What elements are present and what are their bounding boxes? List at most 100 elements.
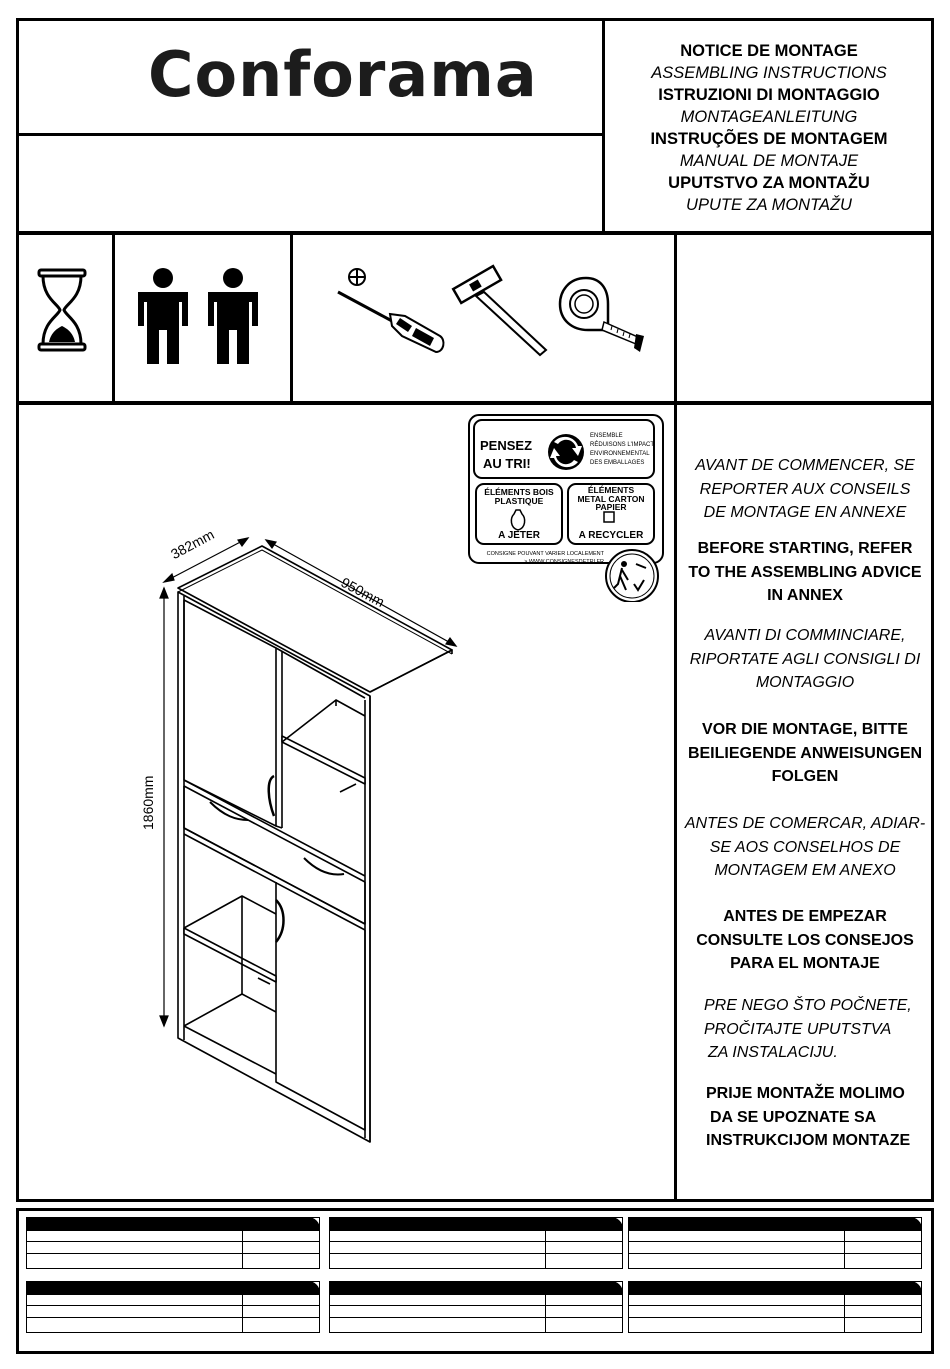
badge-right-action: A RECYCLER	[578, 530, 644, 541]
reference-table	[26, 1281, 320, 1333]
header-horizontal-divider	[16, 133, 604, 136]
reference-table-separator	[545, 1231, 546, 1269]
advice-pt: ANTES DE COMERCAR, ADIAR- SE AOS CONSELH…	[680, 812, 930, 883]
badge-right-title-line: METAL CARTON	[577, 493, 645, 504]
phillips-screwdriver-icon	[337, 268, 445, 354]
recycle-badge-frame	[468, 414, 664, 602]
reference-table-rule	[26, 1253, 320, 1254]
badge-au-tri: AU TRI!	[483, 456, 531, 471]
footer-frame	[16, 1208, 934, 1354]
advice-line: MONTAGEM EM ANEXO	[714, 862, 896, 879]
badge-consigne: CONSIGNE POUVANT VARIER LOCALEMENT > WWW…	[468, 550, 604, 566]
title-block: NOTICE DE MONTAGE ASSEMBLING INSTRUCTION…	[606, 40, 932, 216]
reference-table-border	[26, 1217, 320, 1269]
advice-sr: PRE NEGO ŠTO POČNETE, PROČITAJTE UPUTSTV…	[704, 994, 950, 1065]
reference-table	[628, 1217, 922, 1269]
badge-left-title-line: PLASTIQUE	[494, 496, 544, 506]
reference-table-rule	[628, 1253, 922, 1254]
main-divider	[674, 402, 677, 1202]
advice-line: REPORTER AUX CONSEILS	[699, 480, 911, 498]
advice-line: AVANT DE COMMENCER, SE	[695, 457, 915, 474]
badge-ensemble-line: RÉDUISONS L'IMPACT	[590, 442, 655, 448]
reference-table-border	[628, 1281, 922, 1333]
reference-table-header	[26, 1281, 320, 1295]
advice-line: PRIJE MONTAŽE MOLIMO	[706, 1085, 905, 1102]
badge-left-title-line: ÉLÉMENTS BOIS	[484, 487, 554, 497]
reference-table-separator	[844, 1231, 845, 1269]
dimension-height-label: 1860mm	[140, 775, 156, 830]
advice-line: IN ANNEX	[767, 587, 843, 604]
hourglass-icon	[37, 268, 87, 352]
advice-en: BEFORE STARTING, REFER TO THE ASSEMBLING…	[680, 537, 930, 608]
advice-line: DA SE UPOZNATE SA	[710, 1108, 877, 1126]
advice-es: ANTES DE EMPEZAR CONSULTE LOS CONSEJOS P…	[680, 905, 930, 976]
main-frame	[16, 402, 934, 1202]
advice-de: VOR DIE MONTAGE, BITTE BEILIEGENDE ANWEI…	[680, 718, 930, 789]
badge-right-title: ÉLÉMENTS METAL CARTON PAPIER	[568, 486, 654, 512]
badge-ensemble-line: DES EMBALLAGES	[590, 460, 645, 466]
reference-table	[26, 1217, 320, 1269]
reference-table-header	[628, 1281, 922, 1295]
reference-table-rule	[628, 1241, 922, 1242]
reference-table-header	[26, 1217, 320, 1231]
advice-line: TO THE ASSEMBLING ADVICE	[688, 563, 922, 581]
advice-line: SE AOS CONSELHOS DE	[709, 838, 901, 856]
advice-line: BEFORE STARTING, REFER	[697, 540, 913, 557]
two-persons-icon	[138, 268, 258, 364]
reference-table-rule	[628, 1305, 922, 1306]
reference-table-rule	[26, 1305, 320, 1306]
reference-table-border	[329, 1281, 623, 1333]
reference-table-rule	[329, 1253, 623, 1254]
advice-line: FOLGEN	[771, 768, 839, 785]
hammer-icon	[451, 264, 548, 357]
advice-line: PRE NEGO ŠTO POČNETE,	[704, 997, 912, 1014]
title-es: MANUAL DE MONTAJE	[679, 152, 859, 170]
advice-hr: PRIJE MONTAŽE MOLIMO DA SE UPOZNATE SA I…	[706, 1082, 950, 1153]
recycle-badge: PENSEZ AU TRI! ENSEMBLE RÉDUISONS L'IMPA…	[468, 414, 664, 602]
advice-line: ZA INSTALACIJU.	[708, 1044, 838, 1061]
reference-table	[329, 1281, 623, 1333]
badge-right-title-line: PAPIER	[595, 502, 627, 512]
reference-table-separator	[545, 1295, 546, 1333]
tools-divider-2	[290, 232, 293, 404]
reference-table-rule	[628, 1317, 922, 1318]
title-it: ISTRUZIONI DI MONTAGGIO	[658, 86, 880, 104]
advice-it: AVANTI DI COMMINCIARE, RIPORTATE AGLI CO…	[680, 624, 930, 695]
reference-table-border	[628, 1217, 922, 1269]
tools-divider-3	[674, 232, 677, 404]
reference-table-rule	[329, 1241, 623, 1242]
badge-ensemble-line: ENVIRONNEMENTAL	[590, 451, 650, 457]
reference-table	[329, 1217, 623, 1269]
title-de: MONTAGEANLEITUNG	[680, 108, 858, 126]
brand-logo: Conforama	[148, 38, 538, 111]
advice-line: ANTES DE COMERCAR, ADIAR-	[684, 815, 926, 832]
badge-consigne-line: CONSIGNE POUVANT VARIER LOCALEMENT	[486, 551, 604, 557]
title-sr: UPUTSTVO ZA MONTAŽU	[668, 174, 870, 192]
tape-measure-icon	[558, 276, 644, 352]
advice-line: AVANTI DI COMMINCIARE,	[704, 627, 906, 644]
reference-table-header	[628, 1217, 922, 1231]
badge-right-title-line: ÉLÉMENTS	[587, 485, 635, 495]
tools-divider-1	[112, 232, 115, 404]
reference-table-rule	[26, 1317, 320, 1318]
advice-fr: AVANT DE COMMENCER, SE REPORTER AUX CONS…	[680, 454, 930, 525]
badge-ensemble: ENSEMBLE RÉDUISONS L'IMPACT ENVIRONNEMEN…	[590, 432, 660, 468]
reference-table-separator	[242, 1295, 243, 1333]
reference-table-header	[329, 1281, 623, 1295]
reference-table-header	[329, 1217, 623, 1231]
badge-ensemble-line: ENSEMBLE	[590, 433, 623, 439]
reference-table	[628, 1281, 922, 1333]
advice-line: MONTAGGIO	[755, 674, 855, 691]
title-en: ASSEMBLING INSTRUCTIONS	[651, 64, 887, 82]
badge-left-action: A JETER	[498, 530, 540, 541]
advice-line: PROČITAJTE UPUTSTVA	[704, 1020, 892, 1038]
reference-table-rule	[329, 1317, 623, 1318]
advice-line: ANTES DE EMPEZAR	[723, 908, 887, 925]
reference-table-separator	[844, 1295, 845, 1333]
reference-table-rule	[329, 1305, 623, 1306]
title-pt: INSTRUÇÕES DE MONTAGEM	[650, 130, 888, 148]
reference-table-rule	[26, 1241, 320, 1242]
advice-line: RIPORTATE AGLI CONSIGLI DI	[689, 650, 921, 668]
cabinet-drawing	[159, 537, 458, 1143]
badge-pensez: PENSEZ	[480, 438, 533, 453]
